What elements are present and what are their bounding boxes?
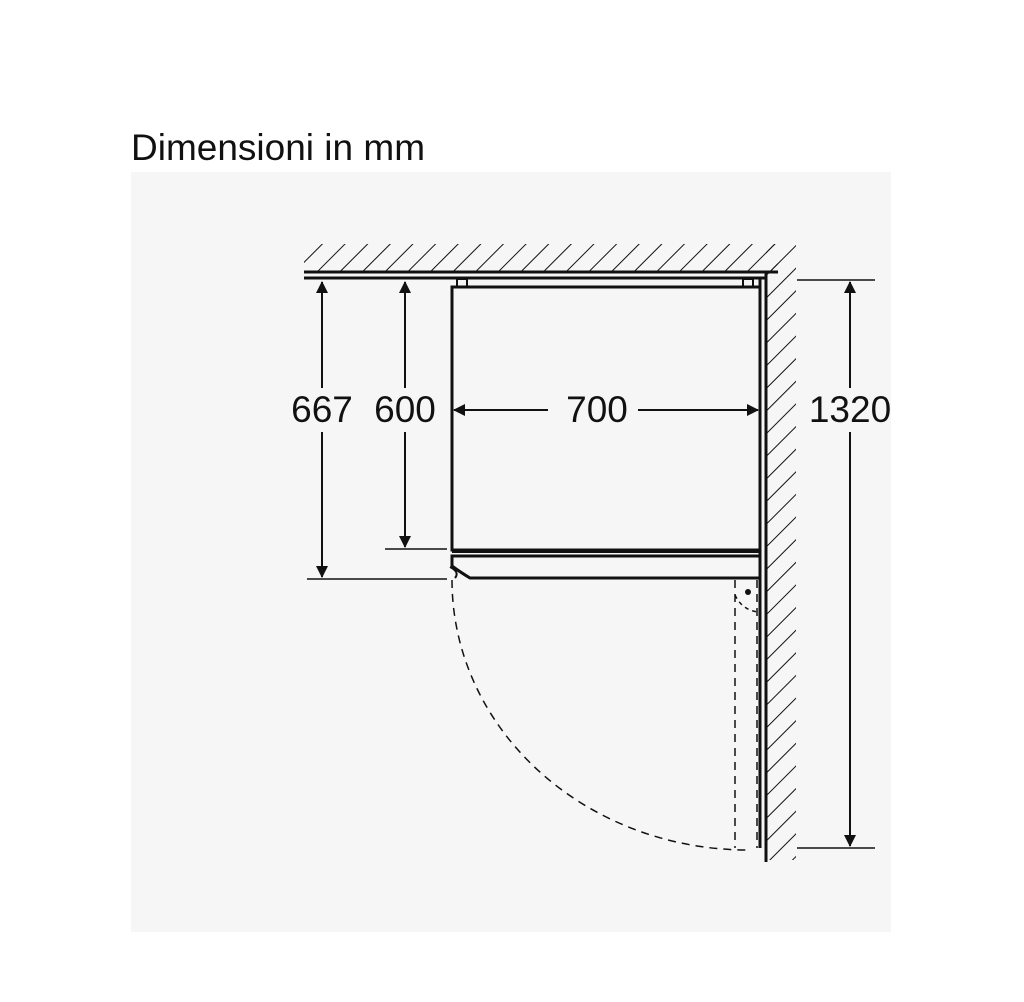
dimension-667: 667: [291, 281, 353, 578]
dimension-600-label: 600: [374, 389, 436, 430]
side-wall: [758, 244, 796, 862]
dimension-700: 700: [453, 389, 759, 430]
appliance-body: [450, 278, 762, 553]
door-swing-arc: [451, 579, 759, 851]
appliance-door: [449, 554, 762, 580]
dimension-1320-label: 1320: [809, 389, 891, 430]
dimension-1320: 1320: [809, 281, 891, 847]
back-wall: [304, 244, 778, 280]
extension-lines: [307, 279, 875, 849]
dimension-667-label: 667: [291, 389, 353, 430]
diagram-title: Dimensioni in mm: [131, 127, 426, 168]
dimension-700-label: 700: [566, 389, 628, 430]
dimension-600: 600: [374, 281, 436, 548]
